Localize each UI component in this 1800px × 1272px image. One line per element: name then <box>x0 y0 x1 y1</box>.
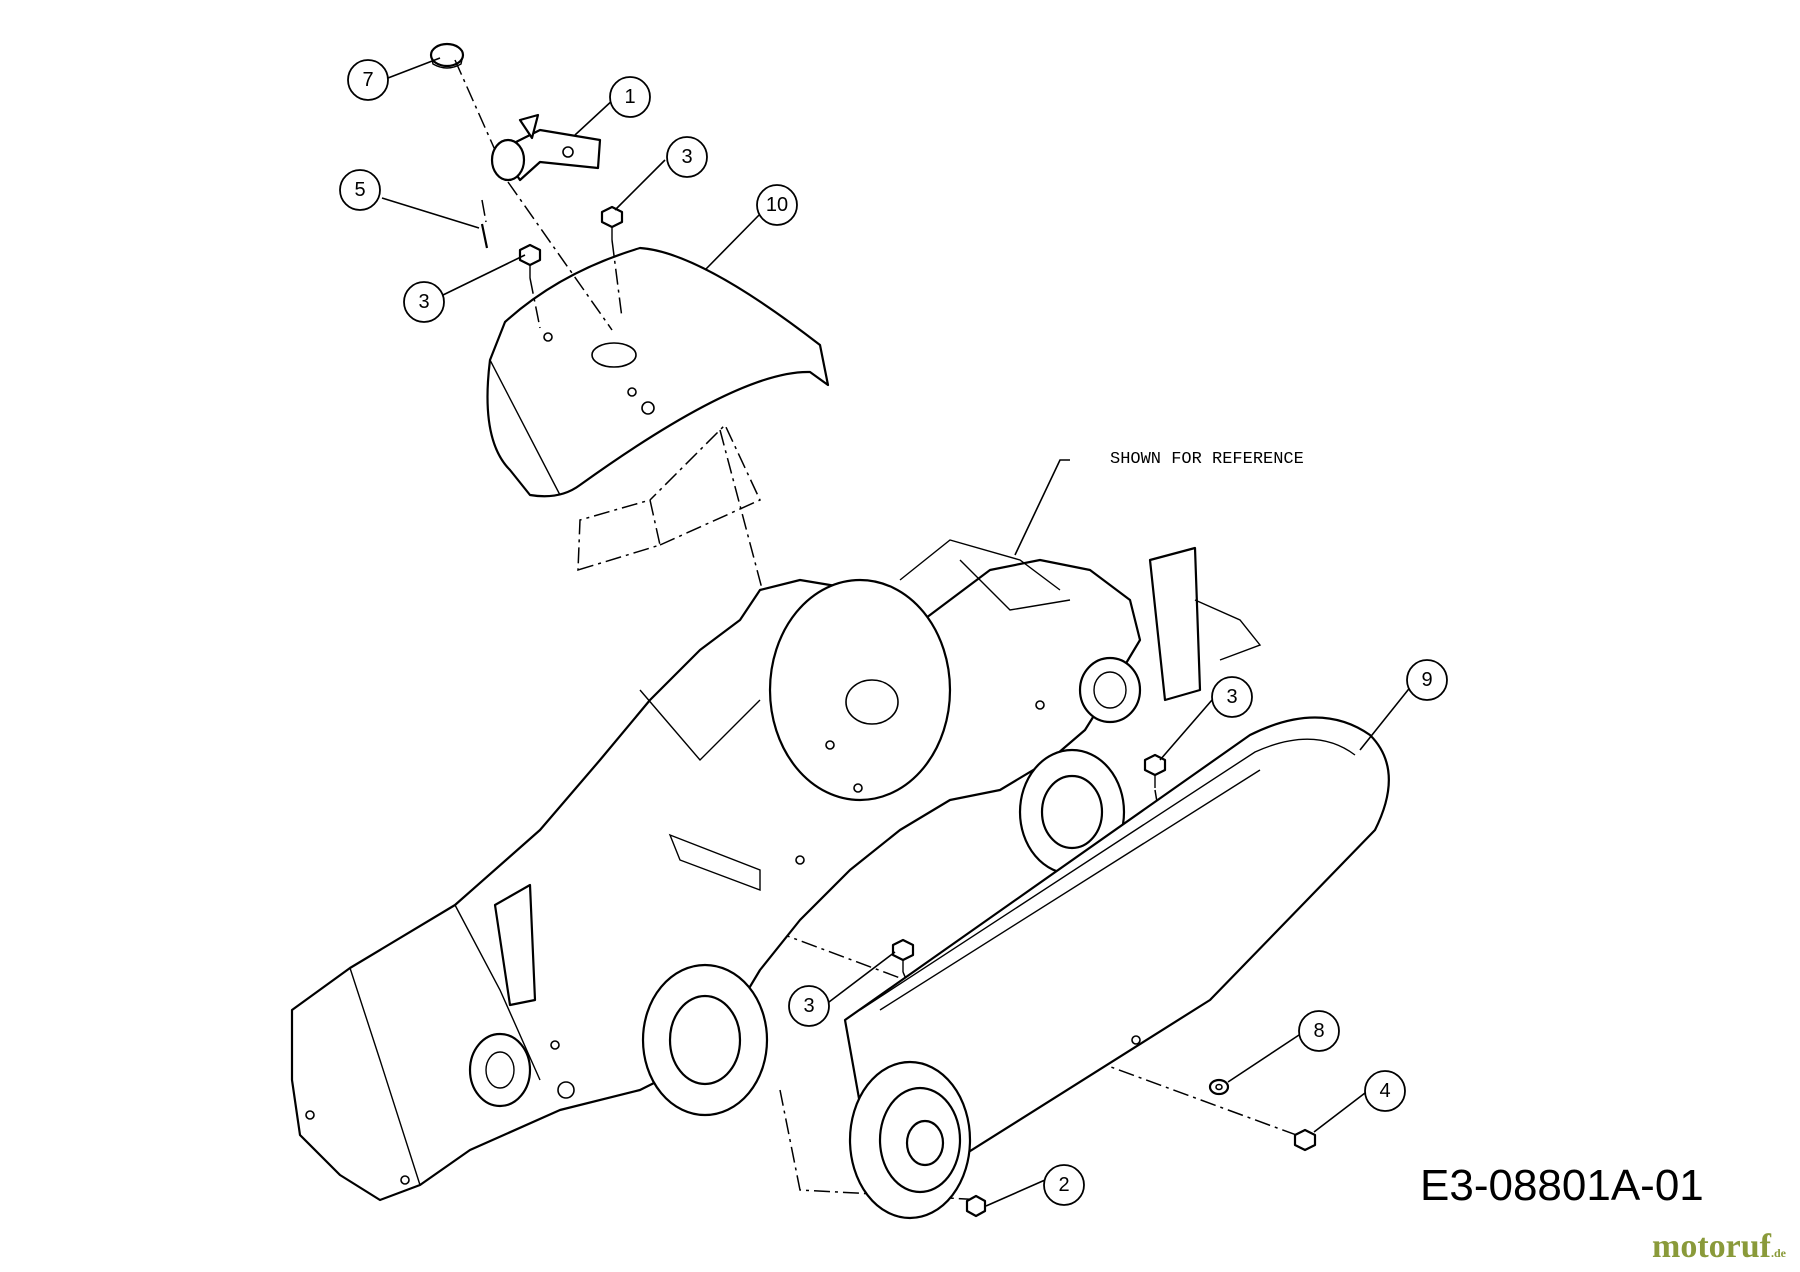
svg-text:7: 7 <box>362 69 373 91</box>
svg-text:8: 8 <box>1313 1020 1324 1042</box>
callout-1: 1 <box>609 76 651 118</box>
callout-2: 2 <box>1043 1164 1085 1206</box>
callout-8: 8 <box>1298 1010 1340 1052</box>
nut-part <box>1293 1128 1317 1152</box>
svg-text:9: 9 <box>1421 669 1432 691</box>
callout-5: 5 <box>339 169 381 211</box>
drive-belt-part <box>843 716 1390 1220</box>
callout-3: 3 <box>403 281 445 323</box>
callout-3: 3 <box>1211 676 1253 718</box>
callout-10: 10 <box>756 184 798 226</box>
bolt-part <box>891 938 915 972</box>
drawing-number: E3-08801A-01 <box>1420 1161 1704 1210</box>
bolt-part <box>600 205 624 240</box>
svg-text:5: 5 <box>354 179 365 201</box>
svg-text:1: 1 <box>624 86 635 108</box>
lever-bracket-part <box>490 113 602 182</box>
callout-9: 9 <box>1406 659 1448 701</box>
callout-7: 7 <box>347 59 389 101</box>
svg-text:3: 3 <box>803 995 814 1017</box>
cap-part <box>429 42 465 69</box>
callout-3: 3 <box>666 136 708 178</box>
svg-text:3: 3 <box>418 291 429 313</box>
watermark-logo: motoruf.de <box>1652 1228 1786 1265</box>
reference-housing <box>290 539 1262 1202</box>
washer-part <box>1208 1078 1230 1096</box>
svg-text:3: 3 <box>1226 686 1237 708</box>
svg-text:2: 2 <box>1058 1174 1069 1196</box>
pin-part <box>480 223 489 249</box>
bolt-part <box>1143 753 1167 788</box>
bolt-part <box>518 243 542 278</box>
svg-text:10: 10 <box>766 194 788 216</box>
callout-3: 3 <box>788 985 830 1027</box>
svg-text:3: 3 <box>681 146 692 168</box>
svg-text:4: 4 <box>1379 1080 1390 1102</box>
belt-cover-part <box>486 246 830 498</box>
bolt-part <box>965 1194 987 1218</box>
callout-4: 4 <box>1364 1070 1406 1112</box>
reference-label: SHOWN FOR REFERENCE <box>1110 450 1304 469</box>
